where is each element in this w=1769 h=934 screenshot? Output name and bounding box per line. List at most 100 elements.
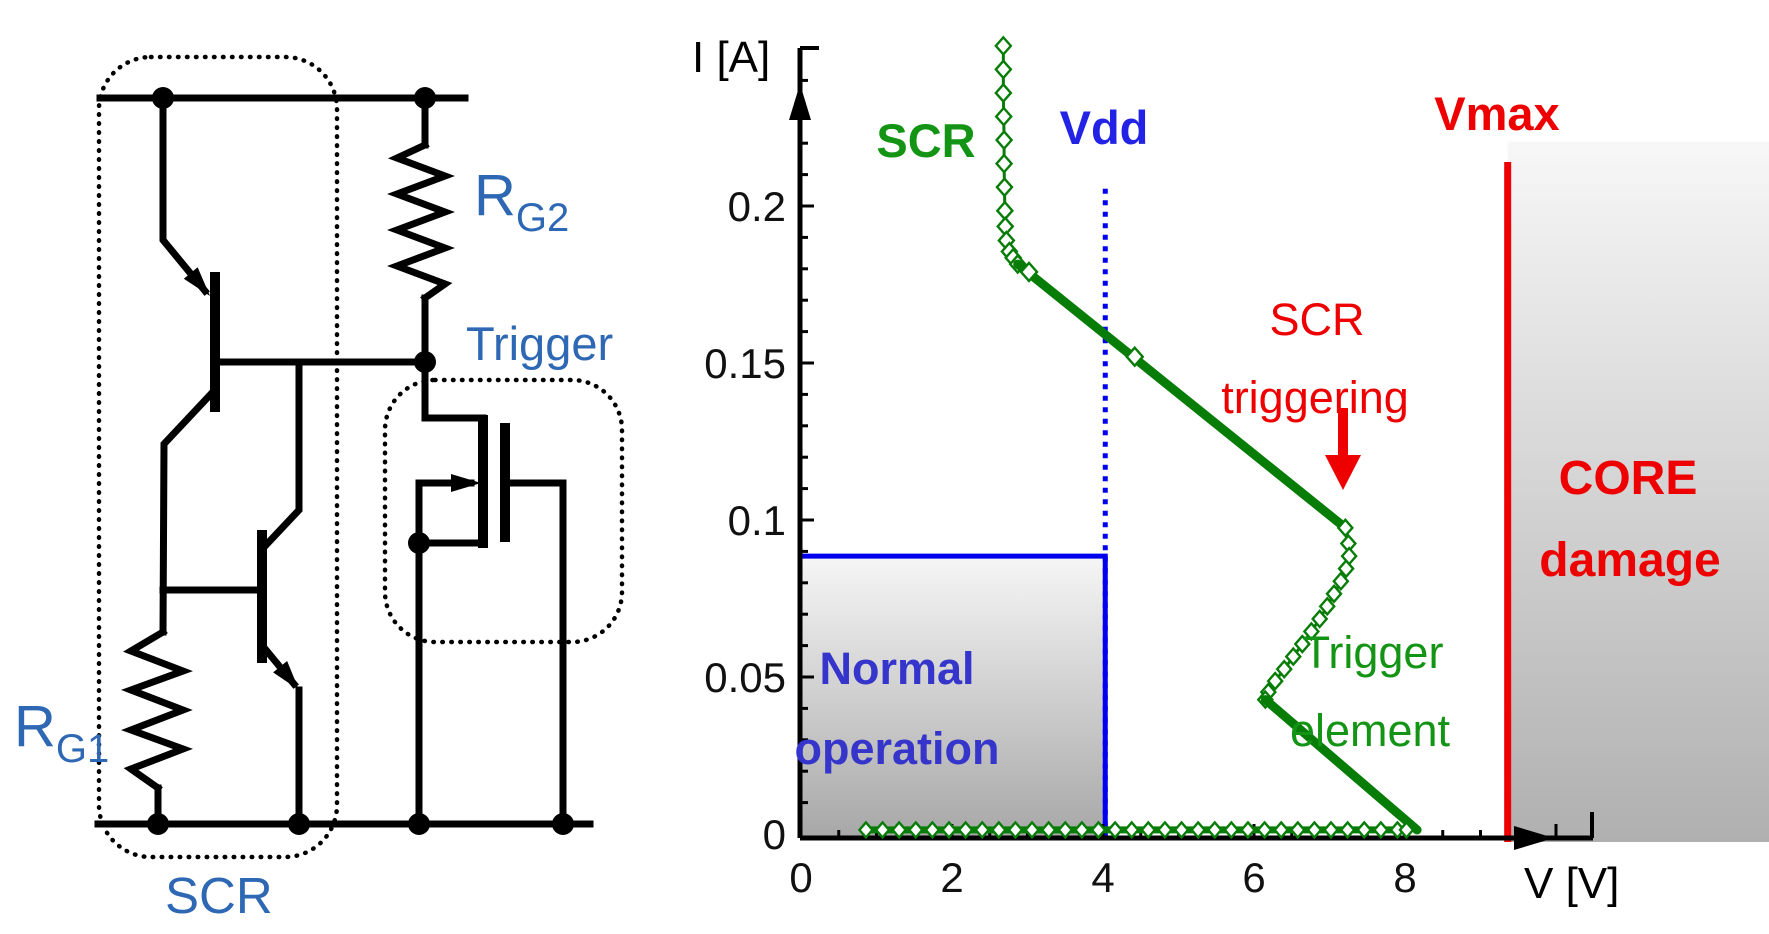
rg1-label: RG1 [14,694,109,771]
data-marker [1090,820,1107,840]
data-marker [1040,820,1057,840]
data-marker [1023,820,1041,840]
x-tick-label: 6 [1242,854,1265,901]
scr-diagonal-markers [1019,261,1145,368]
y-tick-label: 0.15 [704,340,786,387]
y-tick-label: 0.2 [728,183,786,230]
data-marker [1332,571,1350,592]
trigger-element-label-line1: Trigger [1303,627,1444,678]
trigger-element-rise [1260,695,1422,835]
scr-curve-label: SCR [876,114,975,167]
rg2-resistor [387,140,455,303]
rg1-resistor [121,627,193,793]
data-marker [940,820,958,840]
npn-emitter-arrow-icon [273,661,299,690]
y-tick-label: 0.1 [728,497,786,544]
x-tick-label: 2 [940,854,963,901]
data-marker [1372,820,1389,840]
data-marker [1106,820,1124,840]
scr-box-label: SCR [165,867,273,924]
pnp-collector-wire [159,389,216,636]
normal-operation-label-line1: Normal [819,643,974,694]
x-tick-label: 4 [1091,854,1114,901]
data-marker [994,129,1014,151]
data-marker [1223,820,1240,840]
data-marker [1057,820,1074,840]
nmos-gate-ground-wire [505,479,567,828]
data-marker [1239,820,1257,840]
vdd-label: Vdd [1060,101,1149,154]
vmax-label: Vmax [1434,87,1559,140]
trigger-element-label-line2: element [1290,705,1451,756]
snapback-chain [1256,518,1358,710]
rg2-label: RG2 [474,163,569,240]
data-marker [1284,646,1302,667]
data-marker [1140,820,1157,840]
data-marker [924,820,941,840]
data-marker [995,176,1014,198]
chart-regions [802,141,1769,842]
data-marker [1019,261,1039,283]
data-marker [1398,820,1415,840]
data-marker [1306,820,1323,840]
junction-dots [147,87,574,835]
data-marker [1339,820,1356,840]
data-marker [1275,659,1293,679]
data-marker [1125,345,1145,368]
trigger-element-rise-line [1260,695,1422,835]
data-marker [1302,621,1320,642]
data-marker [1356,820,1373,840]
scr-on-state-branch [994,35,1027,275]
data-marker [1123,820,1140,840]
data-marker [1289,820,1306,840]
scr-negative-resistance [1013,259,1350,533]
data-marker [1190,820,1207,840]
data-marker [857,820,875,840]
scr-triggering-label-line1: SCR [1269,294,1364,345]
data-marker [1266,671,1284,691]
data-marker [994,35,1013,57]
normal-operation-region [802,556,1106,836]
y-axis-title: I [A] [692,33,770,82]
data-marker [957,820,974,840]
data-marker [891,820,908,840]
data-marker [1256,820,1273,840]
data-marker [1173,820,1190,840]
trigger-dotted-outline [382,377,625,645]
data-marker [874,820,891,840]
data-marker [1156,820,1173,840]
data-marker [1273,820,1290,840]
scr-triggering-label-line2: triggering [1221,372,1409,423]
y-tick-label: 0.05 [704,654,786,701]
data-marker [1007,820,1024,840]
nmos-body-arrow-icon [451,474,481,492]
nmos-drain-wire [421,358,487,422]
data-marker [1073,820,1090,840]
scr-triggering-arrowhead-icon [1325,455,1361,490]
core-damage-label-line2: damage [1539,534,1720,587]
npn-collector-wire [261,358,303,550]
data-marker [907,820,924,840]
x-axis-arrow-icon [1514,826,1554,850]
data-marker [1325,583,1343,604]
data-marker [990,820,1007,840]
data-marker [1322,820,1340,840]
core-damage-region [1507,141,1769,842]
data-marker [994,59,1013,80]
data-marker [1318,596,1336,617]
trigger-box-label: Trigger [466,317,613,370]
data-marker [1337,558,1355,579]
data-marker [994,153,1014,174]
data-marker [1206,820,1223,840]
scr-negative-resistance-line [1013,259,1350,533]
data-marker [1336,518,1354,538]
scr-dotted-outline [96,54,340,860]
x-tick-label: 0 [789,854,812,901]
data-marker [974,820,991,840]
scr-triggering-arrow-icon [1338,408,1348,458]
